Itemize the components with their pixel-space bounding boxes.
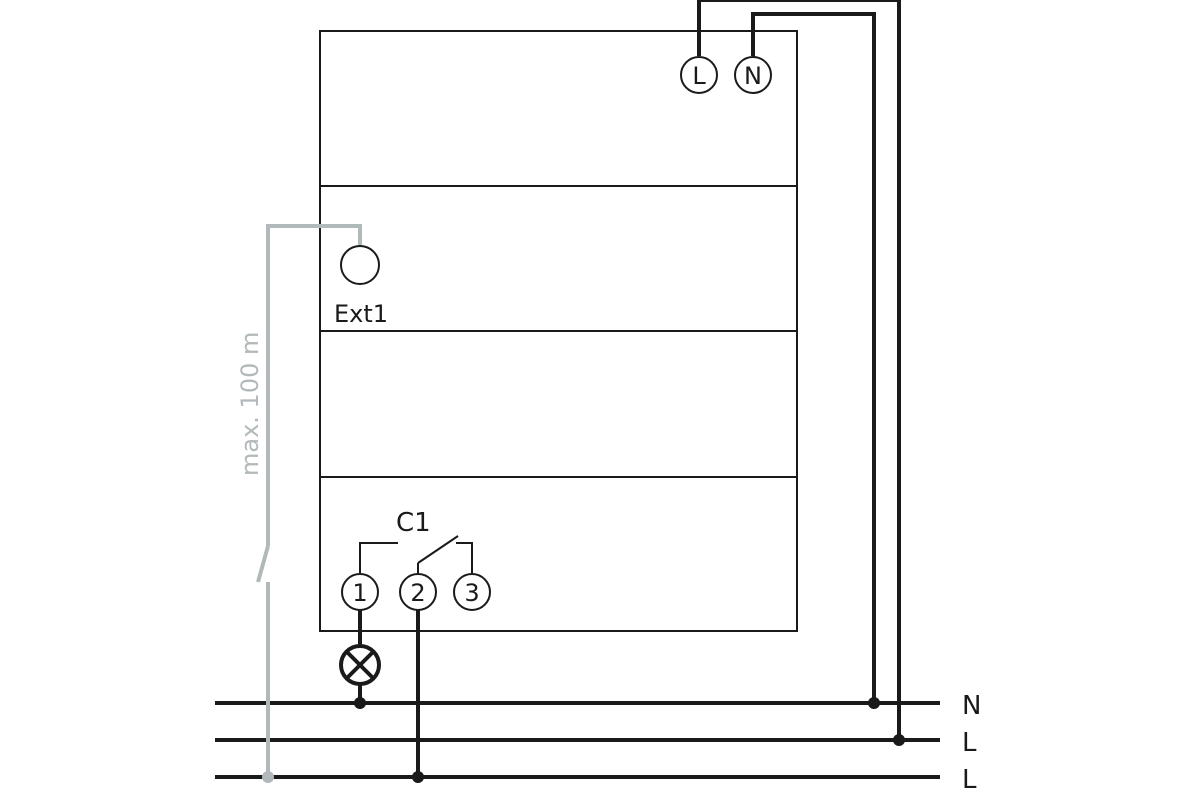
ext1-terminal [340,245,380,285]
junction-dot [354,697,366,709]
wire-l-supply [697,0,901,740]
terminal-c1-3: 3 [453,573,491,611]
supply-wires [697,0,901,740]
wire-n-supply [751,12,876,703]
contact-c1-wire-1 [359,542,398,573]
bus-label-neutral: N [962,691,981,721]
wire-ext1 [266,224,362,546]
bus-label-l1: L [962,728,977,758]
contact-c1-label: C1 [396,508,431,538]
terminal-n: N [734,56,772,94]
terminal-l-label: L [692,62,706,90]
terminal-n-label: N [744,62,762,90]
terminal-l: L [680,56,718,94]
junction-dot [412,771,424,783]
junction-dot [262,771,274,783]
terminal-c1-1-label: 1 [352,579,367,607]
push-button-icon [256,545,270,583]
contact-c1-switch [359,535,473,573]
ext-input-wiring [256,224,362,777]
max-length-label: max. 100 m [236,332,264,476]
contact-c1-blade [417,535,459,564]
terminal-c1-2-label: 2 [410,579,425,607]
contact-c1-wire-3 [456,542,473,573]
terminal-c1-2: 2 [399,573,437,611]
ext1-label: Ext1 [334,300,388,328]
bus-label-l2: L [962,765,977,795]
terminal-c1-1: 1 [341,573,379,611]
terminal-c1-3-label: 3 [464,579,479,607]
lamp-icon [339,644,381,686]
bus-lines [215,701,940,779]
device-housing [319,30,798,632]
junction-dot [868,697,880,709]
output-wires [358,610,420,777]
junction-dot [893,734,905,746]
